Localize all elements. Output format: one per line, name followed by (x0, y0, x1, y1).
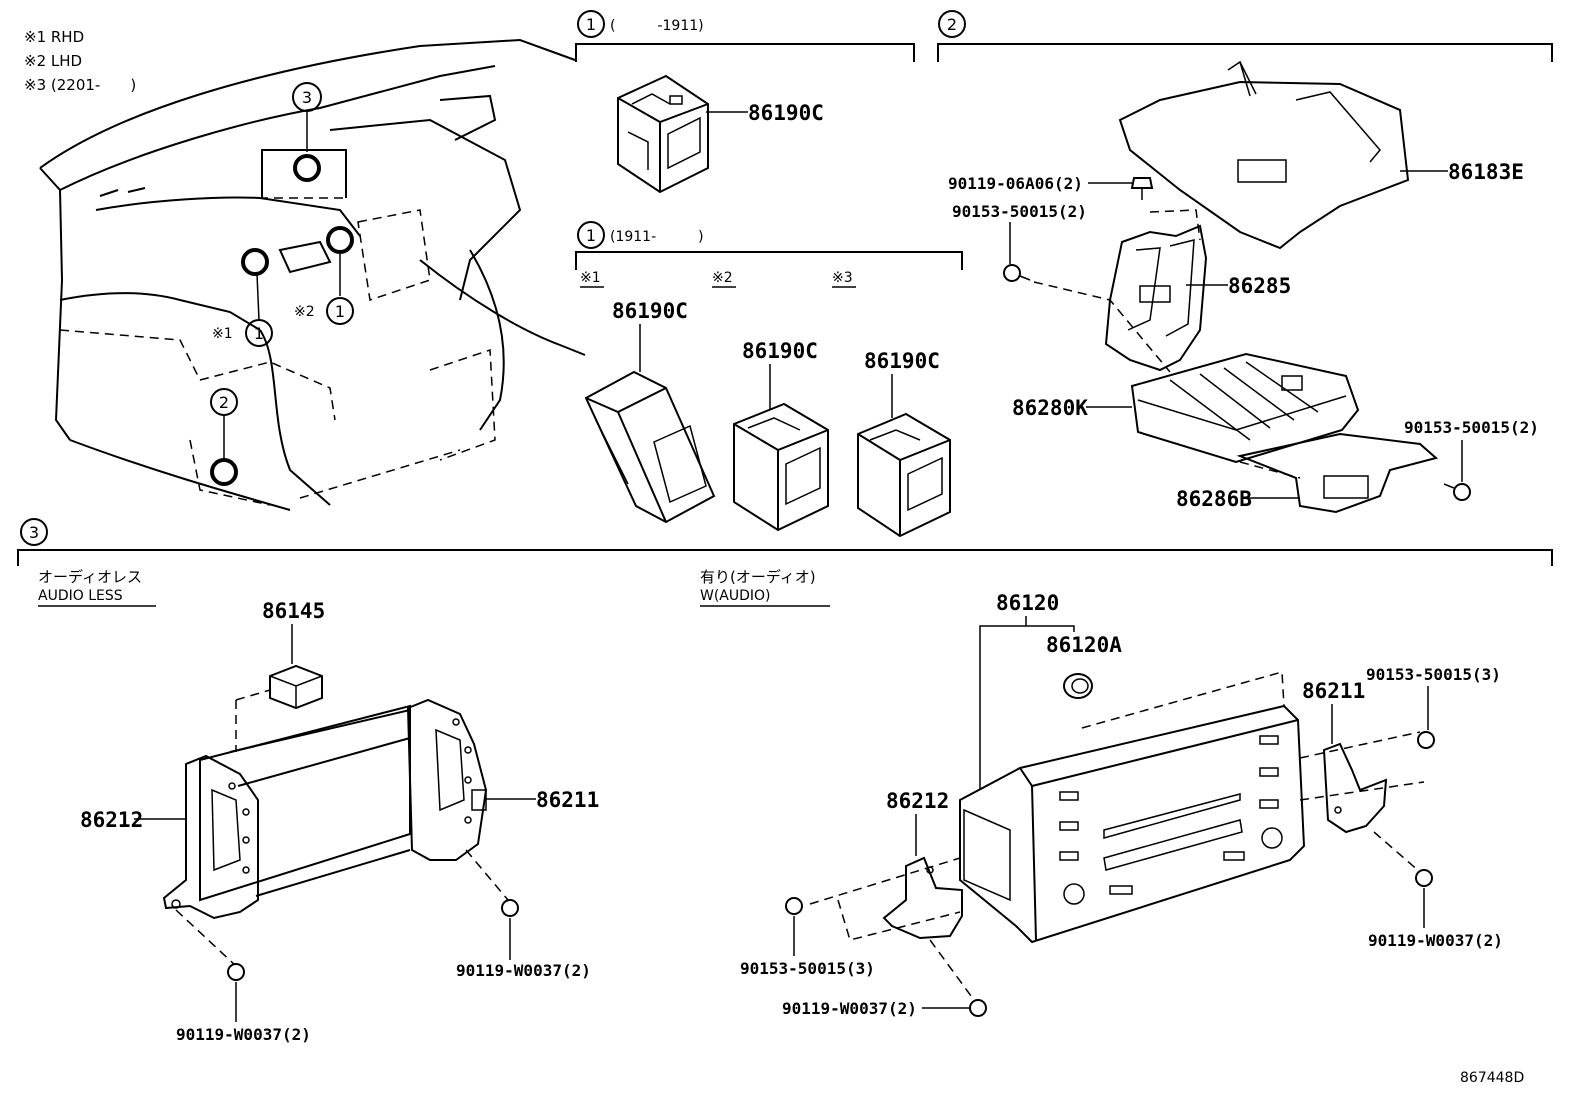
screw-left-audio-less (227, 963, 245, 981)
dashboard-overview-illustration (39, 38, 586, 511)
callout-1-lhd: 1 (335, 302, 345, 321)
usb-port-86190c-variant-1 (584, 370, 716, 524)
part-86285: 86285 (1228, 274, 1291, 298)
section-1a-callout: 1 (586, 15, 596, 34)
part-86280k: 86280K (1012, 396, 1088, 420)
part-86183e: 86183E (1448, 160, 1524, 184)
part-86120a: 86120A (1046, 633, 1122, 657)
audio-less-title-jp: オーディオレス (38, 568, 142, 586)
section-1a-range: ( -1911) (610, 18, 704, 34)
part-bolt-top: 90119-06A06(2) (948, 174, 1083, 193)
bolt-right-with-audio (1417, 731, 1435, 749)
variant-3-mark: ※3 (832, 270, 853, 286)
with-audio-title-en: W(AUDIO) (700, 588, 771, 604)
usb-port-86190c-variant-2 (733, 402, 829, 532)
section-3-callout: 3 (29, 523, 39, 542)
part-86190c-variant-3: 86190C (864, 349, 940, 373)
part-screw-right-with-audio: 90119-W0037(2) (1368, 931, 1503, 950)
knob-86120a (1063, 673, 1093, 699)
callout-1-rhd: 1 (254, 324, 264, 343)
bolt-left-with-audio (785, 897, 803, 915)
part-86190c-1a: 86190C (748, 101, 824, 125)
callout-2-overview: 2 (219, 393, 229, 412)
rhd-mark: ※1 (212, 326, 233, 342)
part-86211-with-audio: 86211 (1302, 679, 1365, 703)
bolt-left (1003, 264, 1031, 282)
legend-note-rhd: ※1 RHD (24, 28, 84, 46)
part-86286b: 86286B (1176, 487, 1252, 511)
with-audio-title-jp: 有り(オーディオ) (700, 568, 816, 586)
frame-body (199, 704, 411, 902)
with-audio-group: 有り(オーディオ) W(AUDIO) 86120 86120A (700, 568, 1503, 1018)
part-86211-audio-less: 86211 (536, 788, 599, 812)
screw-bottom-with-audio (969, 999, 987, 1017)
location-marker-3 (293, 154, 321, 182)
screw-right-audio-less (501, 899, 519, 917)
bolt-right (1443, 483, 1471, 501)
overview-callouts: 3 1 ※1 1 ※2 2 (210, 82, 354, 486)
part-bolt-right: 90153-50015(2) (1404, 418, 1539, 437)
part-screw-left-audio-less: 90119-W0037(2) (176, 1025, 311, 1044)
section-2-callout: 2 (947, 15, 957, 34)
part-86212-audio-less: 86212 (80, 808, 143, 832)
callout-3-top: 3 (302, 88, 312, 107)
bolt-top (1130, 177, 1154, 200)
audio-less-title-en: AUDIO LESS (38, 588, 123, 604)
section-1b-callout: 1 (586, 226, 596, 245)
unit-86280k (1130, 352, 1360, 464)
part-86212-with-audio: 86212 (886, 789, 949, 813)
legend: ※1 RHD ※2 LHD ※3 (2201- ) (24, 28, 136, 94)
usb-port-86190c-a (617, 74, 709, 194)
section-2: 2 86183E 90119-06A06(2) 90153-50015(2) (937, 10, 1553, 514)
legend-note-lhd: ※2 LHD (24, 52, 82, 70)
bracket-86286b (1236, 432, 1439, 514)
cover-86183e (1118, 60, 1410, 250)
bracket-86285 (1104, 209, 1208, 372)
legend-note-production: ※3 (2201- ) (24, 76, 136, 94)
location-marker-2 (210, 458, 238, 486)
head-unit-86120 (959, 704, 1306, 944)
location-marker-1-rhd (241, 248, 269, 276)
part-86145: 86145 (262, 599, 325, 623)
bracket-86212-with-audio (882, 856, 963, 940)
part-bolt-left: 90153-50015(2) (952, 202, 1087, 221)
usb-port-86190c-variant-3 (857, 412, 951, 538)
bracket-86212 (162, 754, 259, 920)
variant-1-mark: ※1 (580, 270, 601, 286)
section-1b-range: (1911- ) (610, 229, 704, 245)
module-86145 (269, 664, 323, 710)
section-3: 3 オーディオレス AUDIO LESS 86145 (17, 518, 1553, 1044)
bracket-86211-with-audio (1322, 742, 1388, 834)
part-bolt-left-with-audio: 90153-50015(3) (740, 959, 875, 978)
part-86190c-variant-1: 86190C (612, 299, 688, 323)
figure-code: 867448D (1460, 1070, 1524, 1086)
variant-2-mark: ※2 (712, 270, 733, 286)
lhd-mark: ※2 (294, 304, 315, 320)
audio-less-group: オーディオレス AUDIO LESS 86145 (38, 568, 599, 1044)
location-marker-1-lhd (326, 226, 354, 254)
section-1a: 1 ( -1911) 86190C (575, 10, 915, 194)
section-1b: 1 (1911- ) ※1 ※2 ※3 86190C 86190C 86190C (575, 221, 963, 538)
part-screw-right-audio-less: 90119-W0037(2) (456, 961, 591, 980)
screw-right-with-audio (1415, 869, 1433, 887)
part-86190c-variant-2: 86190C (742, 339, 818, 363)
part-screw-bottom-with-audio: 90119-W0037(2) (782, 999, 917, 1018)
bracket-86211 (406, 698, 488, 861)
part-bolt-right-with-audio: 90153-50015(3) (1366, 665, 1501, 684)
part-86120: 86120 (996, 591, 1059, 615)
